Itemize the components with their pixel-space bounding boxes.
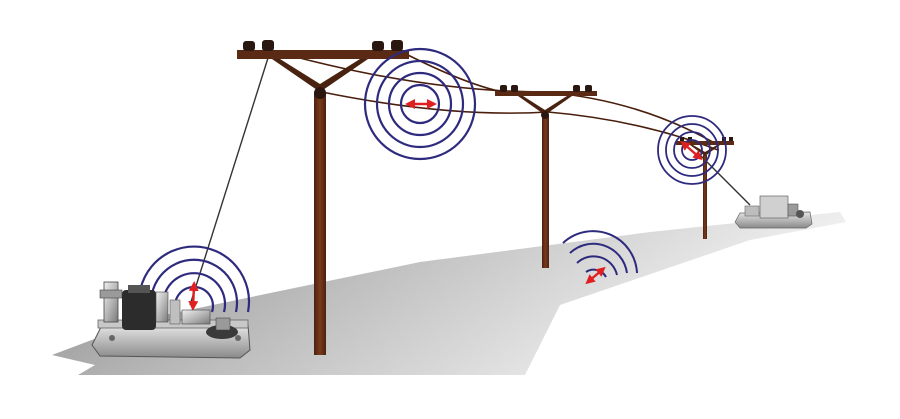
radio-wave-icon [363,47,477,161]
double-arrow-icon [188,281,199,311]
cable-left [189,57,269,306]
ground-cables [189,57,751,306]
wire-upper [269,49,719,146]
cable-right [699,154,751,206]
utility-pole-icon [237,40,409,355]
telegraph-key-icon [91,281,251,359]
telegraph-receiver-icon [734,195,813,229]
utility-pole-icon [495,85,597,268]
double-arrow-icon [680,140,703,161]
double-arrow-icon [585,266,606,285]
telegraph-wires [269,49,719,151]
radio-wave-icon [657,115,727,185]
ground [52,212,846,375]
